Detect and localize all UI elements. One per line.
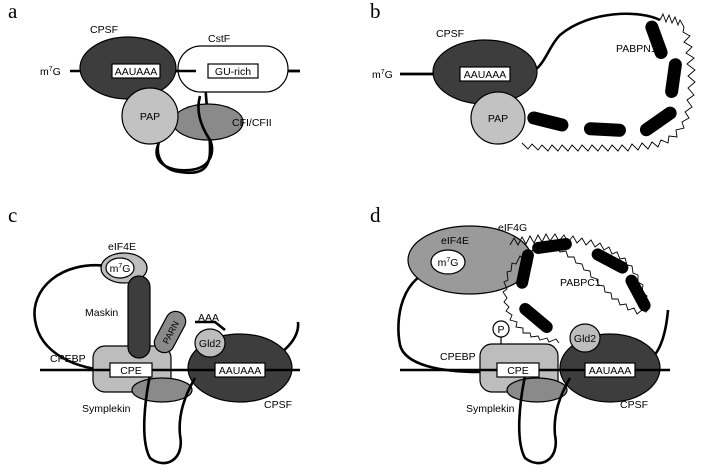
panel-c-cap-blob [105, 257, 135, 279]
pabpn1-bar-5 [645, 20, 668, 60]
panel-b-pabpn1-bars [527, 20, 682, 137]
pabpc1-bar-4 [625, 274, 651, 312]
panel-b-pap-label: PAP [488, 113, 508, 125]
panel-d-pabpc1-label: PABPC1 [560, 277, 601, 289]
panel-d-eif4e-label: eIF4E [441, 235, 469, 247]
panel-c-parn-blob [153, 310, 187, 354]
panel-c-aauaaa-label: AAUAAA [219, 365, 262, 377]
panel-a-cap-label: m7G [40, 66, 61, 78]
panel-d-cap-label: m7G [438, 257, 459, 269]
panel-d-symplekin-blob [506, 377, 568, 403]
pabpc1-bar-3 [591, 248, 629, 274]
panel-b-aauaaa-box [459, 66, 511, 82]
panel-a-gurich-box [207, 63, 259, 79]
panel-d-cpebp-label: CPEBP [440, 351, 476, 363]
panel-a-aauaaa-label: AAUAAA [115, 66, 158, 78]
panel-c: c CPE AAUAAA eIF4E m7G Maskin PARN AAA [8, 203, 300, 465]
panel-b-letter: b [370, 0, 381, 23]
panel-c-symplekin-label: Symplekin [82, 403, 131, 415]
pabpc1-bar-5 [519, 303, 553, 333]
panel-b-polya-tail [521, 12, 696, 152]
panel-a-cpsf-label: CPSF [90, 24, 118, 36]
panel-d-cpe-box [496, 362, 540, 378]
pabpc1-bar-1 [516, 249, 534, 289]
panel-a-aauaaa-box [111, 63, 161, 79]
pabpn1-bar-3 [639, 106, 677, 137]
pabpn1-bar-1 [527, 111, 569, 132]
panel-b-aauaaa-label: AAUAAA [464, 69, 507, 81]
panel-c-letter: c [8, 203, 17, 227]
panel-d-phospho-label: P [497, 324, 504, 336]
panel-b-pabpn1-label: PABPN1 [616, 43, 657, 55]
panel-c-aauaaa-box [214, 362, 266, 378]
panel-c-cap-label: m7G [110, 263, 131, 275]
panel-c-eif4e-label: eIF4E [108, 241, 136, 253]
panel-c-lower-loop [142, 374, 197, 465]
panel-c-maskin-label: Maskin [85, 307, 118, 319]
panel-d-symplekin-label: Symplekin [466, 403, 515, 415]
panel-c-maskin-blob [127, 275, 151, 359]
panel-d-cpsf-label: CPSF [620, 399, 648, 411]
pabpc1-bar-2 [532, 238, 572, 254]
panel-d-pabpc1-bars [516, 238, 651, 333]
panel-a-pap-blob [121, 87, 179, 145]
panel-d-aauaaa-label: AAUAAA [589, 365, 632, 377]
panel-d-lower-loop [517, 375, 572, 465]
panel-c-outer-loop [33, 263, 111, 372]
panel-c-cpebp-label: CPEBP [50, 353, 86, 365]
panel-b-cpsf-label: CPSF [436, 28, 464, 40]
panel-a-lower-loop [155, 95, 214, 172]
panel-a-cfi-label: CFI/CFII [232, 117, 272, 129]
panel-c-gld2-blob [194, 328, 226, 358]
pabpn1-bar-2 [583, 122, 626, 137]
panel-d-cap-blob [430, 249, 466, 275]
panel-a-gurich-label: GU-rich [215, 66, 251, 78]
panel-c-gld2-label: Gld2 [199, 338, 221, 350]
panel-a-cstf-label: CstF [208, 33, 230, 45]
panel-a-pap-label: PAP [140, 111, 160, 123]
panel-c-cpsf-label: CPSF [264, 399, 292, 411]
panel-b-cap-label: m7G [372, 69, 393, 81]
panel-c-cpe-box [109, 362, 153, 378]
panel-a: a AAUAAA GU-rich m7G CPSF CstF PAP CFI/C… [8, 0, 300, 175]
panel-d-letter: d [370, 203, 381, 227]
pabpn1-bar-4 [665, 58, 682, 98]
panel-d-eif4e-blob [407, 225, 533, 295]
panel-c-aaa-label: AAA [198, 312, 219, 324]
panel-c-symplekin-blob [131, 377, 193, 403]
panel-d-polya-tail [502, 233, 651, 344]
panel-c-aaa-strand [195, 320, 226, 332]
panel-b: b AAUAAA m7G CPSF PAP PABPN1 [370, 0, 696, 152]
panel-d: d CPE AAUAAA [370, 203, 670, 465]
panel-b-pap-blob [470, 91, 526, 145]
panel-d-aauaaa-box [584, 362, 636, 378]
panel-d-eif4g-label: eIF4G [498, 222, 527, 234]
panel-d-gld2-label: Gld2 [574, 333, 596, 345]
panel-a-letter: a [8, 0, 18, 23]
panel-c-cpe-label: CPE [120, 365, 142, 377]
panel-d-cpe-label: CPE [507, 365, 529, 377]
panel-d-gld2-blob [569, 323, 601, 353]
